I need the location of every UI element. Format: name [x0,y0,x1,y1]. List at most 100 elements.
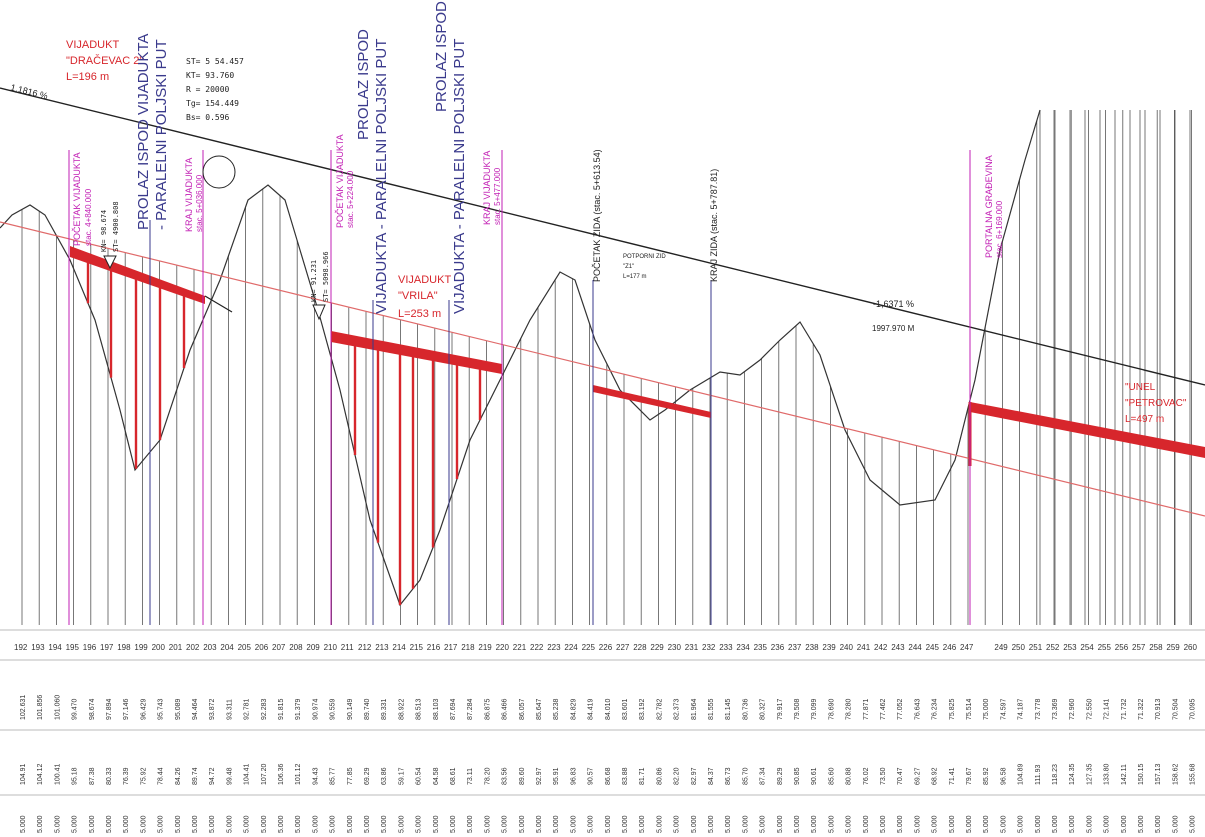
grade-elevation: 85.647 [536,698,543,720]
station-number: 202 [186,643,200,652]
terrain-elevation: 70.47 [897,767,904,785]
distance-value: 5.000 [1121,815,1128,833]
grade-elevation: 92.283 [261,698,268,720]
station-number: 231 [685,643,699,652]
viaduct-vrila-length: L=253 m [398,308,441,320]
grade-elevation: 86.875 [484,698,491,720]
label-kraj-v2: KRAJ VIJADUKTA [482,151,492,225]
distance-value: 5.000 [158,815,165,833]
terrain-elevation: 104.41 [244,763,251,785]
tunnel-length: L=497 m [1125,414,1164,425]
grade-elevation: 92.781 [244,698,251,720]
viaduct-dracevac-name: "DRAČEVAC 2" [66,54,143,67]
distance-value: 5.000 [553,815,560,833]
label-kraj-v1-stac: stac. 5+036.000 [195,174,204,232]
distance-value: 5.000 [570,815,577,833]
station-number: 203 [203,643,217,652]
tunnel-petrovac-band [970,402,1205,458]
terrain-elevation: 69.29 [364,767,371,785]
vc-kt: KT= 93.760 [186,71,234,80]
terrain-elevation: 95.91 [553,767,560,785]
grade-elevation: 85.238 [553,698,560,720]
station-number: 219 [478,643,492,652]
terrain-elevation: 100.41 [54,763,61,785]
grade-elevation: 96.429 [140,698,147,720]
grade-elevation: 79.917 [777,698,784,720]
grade-elevation: 90.149 [347,698,354,720]
label-pocetak-v1: POČETAK VIJADUKTA [72,152,82,246]
distance-value: 5.000 [536,815,543,833]
terrain-elevation: 127.35 [1086,763,1093,785]
terrain-elevation: 84.26 [175,767,182,785]
terrain-elevation: 89.60 [519,767,526,785]
distance-value: 5.000 [450,815,457,833]
grade-elevation: 78.690 [828,698,835,720]
terrain-elevation: 90.57 [588,767,595,785]
station-number: 212 [358,643,372,652]
distance-value: 5.000 [72,815,79,833]
distance-value: 5.000 [639,815,646,833]
grade-elevation: 84.010 [605,698,612,720]
station-number: 198 [117,643,131,652]
terrain-elevation: 124.35 [1069,763,1076,785]
station-number: 233 [719,643,733,652]
grade-elevation: 88.922 [398,698,405,720]
station-number: 230 [668,643,682,652]
grade-elevation: 75.514 [966,698,973,720]
grade-elevation: 101.856 [37,695,44,720]
wall-title: POTPORNI ZID [623,254,666,260]
grade-elevation: 74.187 [1018,698,1025,720]
grade-elevation: 89.740 [364,698,371,720]
station-number: 247 [960,643,974,652]
grade-elevation: 77.462 [880,698,887,720]
station-marker-lines [68,150,971,625]
terrain-elevation: 68.92 [932,767,939,785]
distance-value: 5.000 [622,815,629,833]
grade-elevation: 80.327 [760,698,767,720]
vertical-curve-leader [204,295,233,313]
distance-value: 5.000 [1104,815,1111,833]
grade-elevation: 80.736 [742,698,749,720]
label-prolaz3-line2: VIJADUKTA - PARALELNI POLJSKI PUT [451,39,468,314]
terrain-elevation: 81.71 [639,767,646,785]
grade-elevation: 97.894 [106,698,113,720]
grade-elevation: 86.466 [502,698,509,720]
viaduct-dracevac-length: L=196 m [66,71,109,83]
terrain-elevation: 150.15 [1138,763,1145,785]
terrain-elevation: 86.68 [605,767,612,785]
terrain-elevation: 83.88 [622,767,629,785]
distance-value: 5.000 [760,815,767,833]
station-number: 218 [461,643,475,652]
terrain-elevation: 77.85 [347,767,354,785]
terrain-elevation: 99.48 [226,767,233,785]
distance-value: 5.000 [1190,815,1197,833]
terrain-elevation: 142.11 [1121,764,1128,785]
distance-value: 5.000 [244,815,251,833]
top-left-grade: 1,1816 % [10,82,49,101]
grade-elevation: 93.311 [226,699,233,720]
distance-value: 5.000 [364,815,371,833]
label-prolaz2-line1: PROLAZ ISPOD [355,29,372,140]
distance-value: 5.000 [209,815,216,833]
grade-elevation: 82.782 [656,698,663,720]
distance-value: 5.000 [261,815,268,833]
distance-value: 5.000 [708,815,715,833]
station-number: 255 [1098,643,1112,652]
terrain-elevation: 118.23 [1052,764,1059,785]
terrain-elevation: 104.91 [20,763,27,785]
terrain-elevation: 104.12 [37,763,44,785]
label-prolaz3-line1: PROLAZ ISPOD [433,1,450,112]
station-number: 193 [31,643,45,652]
grade-elevation: 74.597 [1000,698,1007,720]
grade-elevation: 78.280 [846,698,853,720]
station-number: 239 [822,643,836,652]
station-number: 205 [238,643,252,652]
terrain-elevation: 80.88 [846,767,853,785]
terrain-elevation: 73.11 [467,768,474,785]
label-portal-line1: PORTALNA GRAĐEVINA [984,155,994,258]
grade-elevation: 88.513 [416,698,423,720]
terrain-elevation: 101.12 [295,763,302,785]
